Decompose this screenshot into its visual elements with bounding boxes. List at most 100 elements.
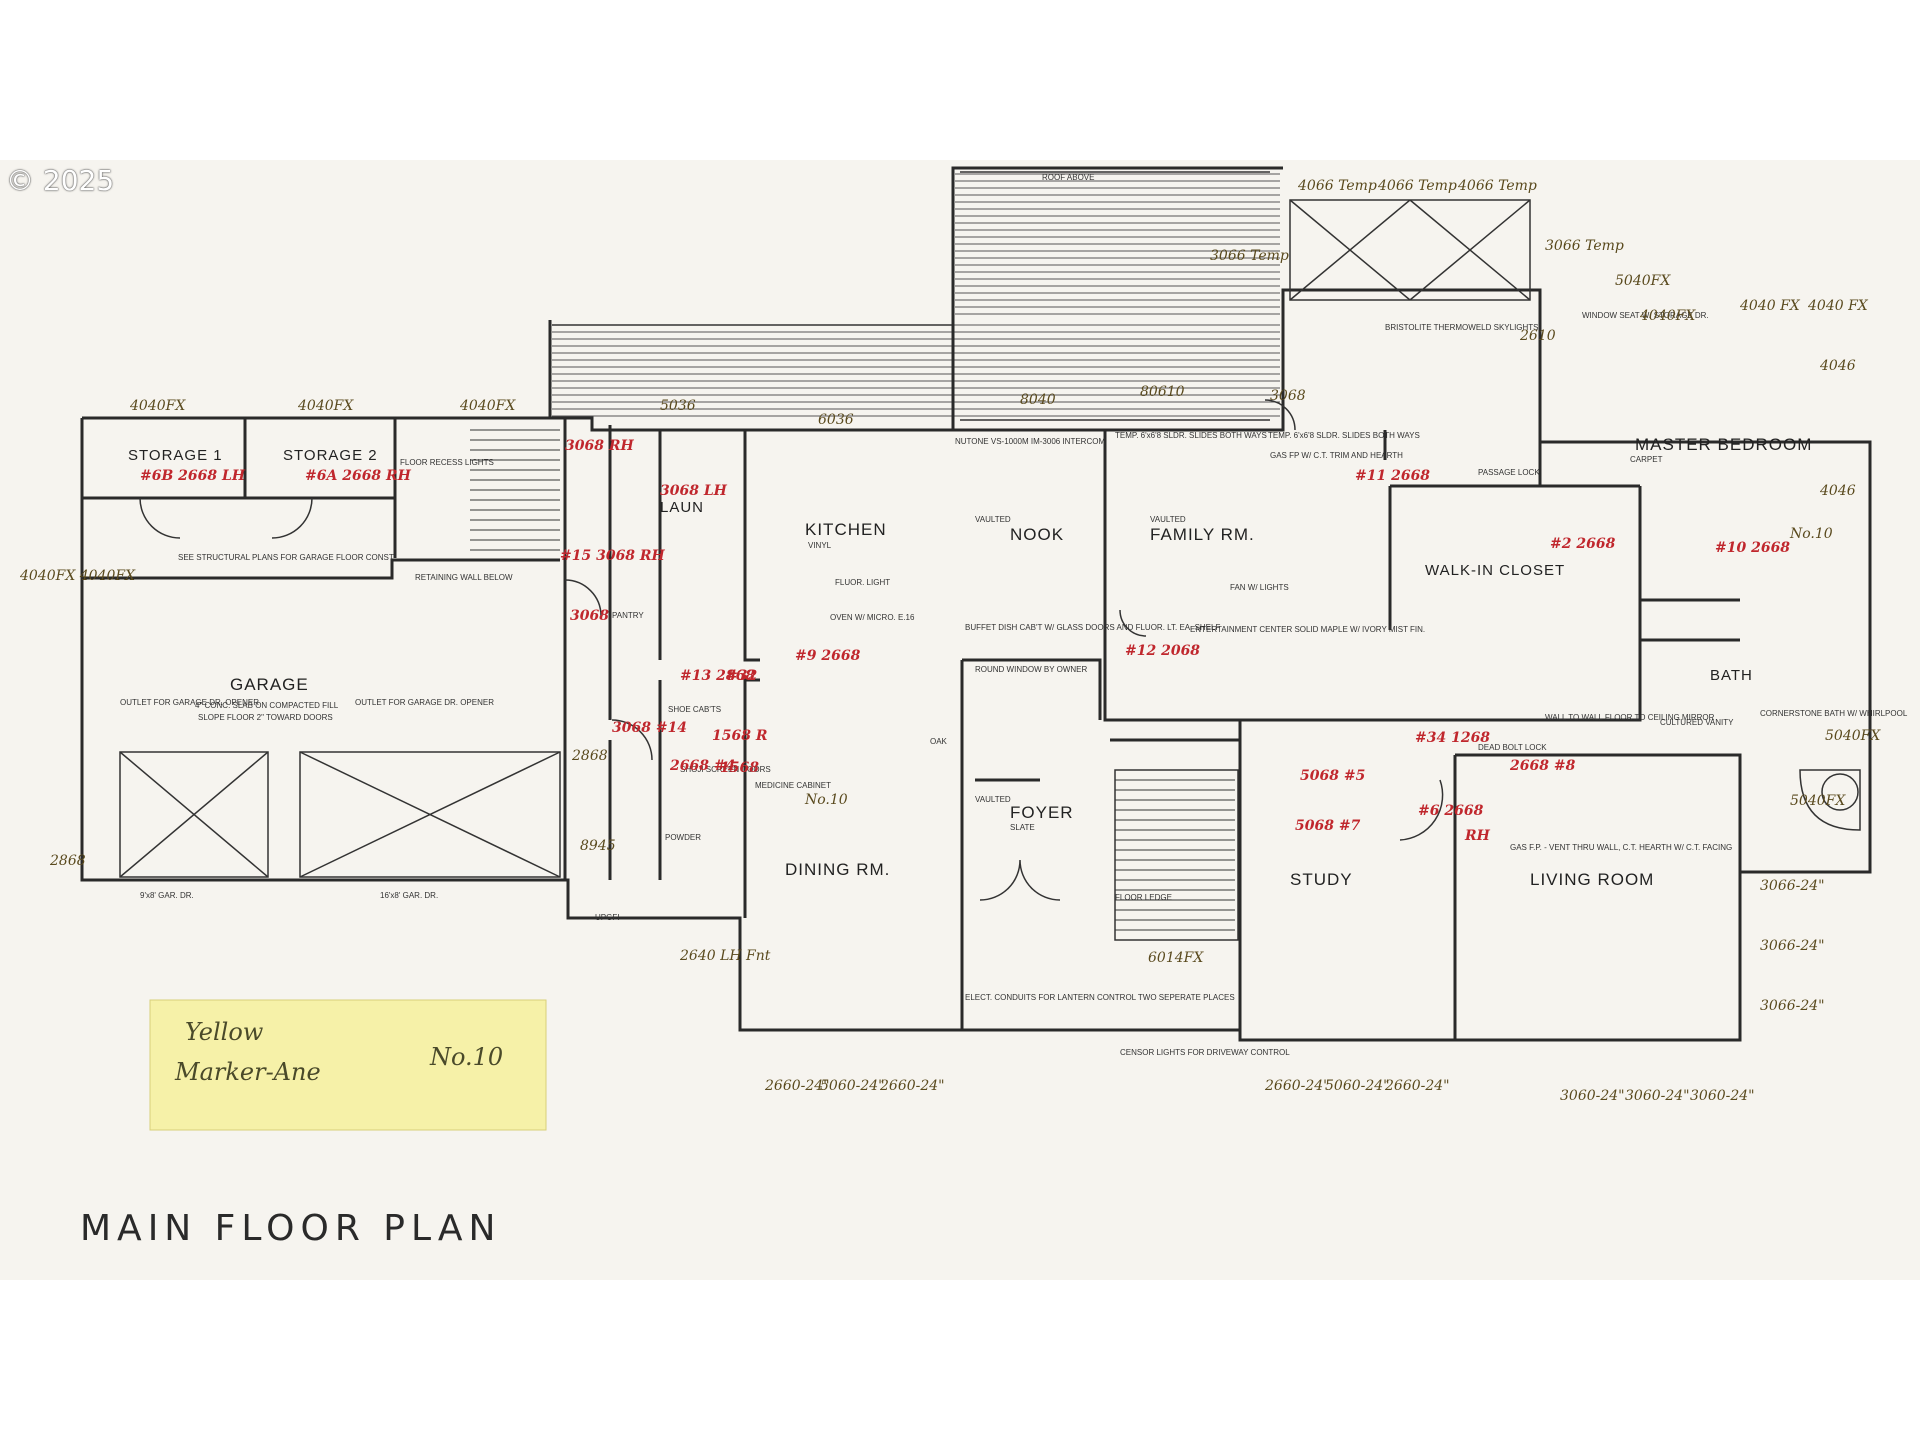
note-slab: 4" CONC. SLAB ON COMPACTED FILL — [195, 701, 339, 710]
hw-w-dining1: 2660-24" — [764, 1078, 830, 1094]
hw-d-7: 5068 #7 — [1295, 818, 1361, 834]
note-shoe-cabts: SHOE CAB'TS — [668, 705, 721, 714]
handwritten-annotations: 4040FX 4040FX 4040FX 5036 6036 8040 8061… — [19, 178, 1881, 1104]
note-structural: SEE STRUCTURAL PLANS FOR GARAGE FLOOR CO… — [178, 553, 395, 562]
hw-w-kitchen: 6036 — [818, 412, 854, 428]
hw-w-garage-left: 4040FX 4040FX — [19, 568, 136, 584]
note-floor-recess: FLOOR RECESS LIGHTS — [400, 458, 494, 467]
hw-d-4: 2668 #4 — [669, 758, 735, 774]
note-retaining-wall: RETAINING WALL BELOW — [415, 573, 513, 582]
hw-w-foyer-side: 6014FX — [1148, 950, 1204, 966]
note-elect: ELECT. CONDUITS FOR LANTERN CONTROL TWO … — [965, 993, 1235, 1002]
hw-w-dining3: 2660-24" — [879, 1078, 945, 1094]
hw-d-1: 1568 R — [712, 728, 767, 744]
hw-w-storage2: 4040FX — [297, 398, 354, 414]
note-wall-mirror: WALL TO WALL FLOOR TO CEILING MIRROR — [1545, 713, 1715, 722]
room-garage: GARAGE — [230, 675, 309, 694]
hw-w-master-top3: 4040 FX — [1739, 298, 1801, 314]
note-oven: OVEN W/ MICRO. E.16 — [830, 613, 915, 622]
stairs — [470, 429, 1235, 931]
hw-w-master-top: 5040FX — [1615, 273, 1671, 289]
note-garage-door-left: 9'x8' GAR. DR. — [140, 891, 194, 900]
exterior-walls — [80, 166, 1872, 1042]
hw-w-master-side2: 4046 — [1819, 483, 1856, 499]
hw-d-6: #6 2668 — [1418, 803, 1484, 819]
hw-w-nook: 8040 — [1020, 392, 1056, 408]
sticky-line2: Marker-Ane — [174, 1058, 321, 1086]
hw-w-sky3: 4066 Temp — [1457, 178, 1537, 194]
hw-d-15: #15 3068 RH — [560, 548, 666, 564]
hw-d-2: #2 2668 — [1550, 536, 1616, 552]
note-vaulted-foyer: VAULTED — [975, 795, 1011, 804]
room-nook: NOOK — [1010, 525, 1064, 544]
hw-w-sky2: 4066 Temp — [1377, 178, 1457, 194]
garage-doors — [119, 751, 561, 878]
note-passage: PASSAGE LOCK — [1478, 468, 1540, 477]
hw-d-14: 3068 #14 — [612, 720, 687, 736]
hw-w-bath-right: 5040FX — [1790, 793, 1846, 809]
note-skylights: BRISTOLITE THERMOWELD SKYLIGHTS — [1385, 323, 1539, 332]
note-fluor-light: FLUOR. LIGHT — [835, 578, 890, 587]
note-round-window: ROUND WINDOW BY OWNER — [975, 665, 1088, 674]
sticky-line3: No.10 — [429, 1043, 503, 1071]
hw-d-13: #13 2868 — [680, 668, 755, 684]
hw-w-study1: 2660-24" — [1264, 1078, 1330, 1094]
note-outlet-left: OUTLET FOR GARAGE DR. OPENER — [120, 698, 259, 707]
hw-w-lr1: 3060-24" — [1560, 1088, 1625, 1104]
hw-w-hall-no: No.10 — [804, 792, 848, 808]
copyright-watermark: © 2025 — [6, 164, 115, 197]
room-bath: BATH — [1710, 667, 1753, 684]
hw-w-living1: 3066-24" — [1760, 878, 1825, 894]
note-living-fp: GAS F.P. - VENT THRU WALL, C.T. HEARTH W… — [1510, 843, 1732, 852]
note-slate: SLATE — [1010, 823, 1035, 832]
note-fan-lights: FAN W/ LIGHTS — [1230, 583, 1289, 592]
whirlpool-tub — [1799, 769, 1861, 831]
hw-d-32: #32 — [726, 668, 757, 684]
hw-w-bath-no: No.10 — [1789, 526, 1833, 542]
hw-w-sky1: 4066 Temp — [1297, 178, 1377, 194]
hw-w-stair: 4040FX — [459, 398, 516, 414]
note-carpet: CARPET — [1630, 455, 1663, 464]
hw-d-3068-rh: 3068 RH — [565, 438, 634, 454]
note-slope: SLOPE FLOOR 2" TOWARD DOORS — [198, 713, 333, 722]
note-vaulted-family: VAULTED — [1150, 515, 1186, 524]
room-kitchen: KITCHEN — [805, 520, 887, 539]
note-cornerstone: CORNERSTONE BATH W/ WHIRLPOOL — [1760, 709, 1908, 718]
note-roof-above: ROOF ABOVE — [1042, 173, 1094, 182]
note-gas-fp: GAS FP W/ C.T. TRIM AND HEARTH — [1270, 451, 1403, 460]
note-oak: OAK — [930, 737, 948, 746]
sticky-note: Yellow Marker-Ane No.10 — [149, 999, 547, 1131]
hw-w-storage1: 4040FX — [129, 398, 186, 414]
room-storage1: STORAGE 1 — [128, 447, 223, 464]
note-intercom: NUTONE VS-1000M IM-3006 INTERCOM — [955, 437, 1105, 446]
hw-w-master-top2: 4040FX — [1639, 308, 1696, 324]
hw-w-study2: 5060-24" — [1325, 1078, 1390, 1094]
note-window-seat: WINDOW SEAT W/ STORAGE DR. — [1582, 311, 1709, 320]
hw-w-living2: 3066-24" — [1760, 938, 1825, 954]
hw-w-laun: 5036 — [660, 398, 696, 414]
note-garage-door-right: 16'x8' GAR. DR. — [380, 891, 438, 900]
hw-w-dining2: 5060-24" — [820, 1078, 885, 1094]
floor-plan: STORAGE 1 STORAGE 2 GARAGE KITCHEN NOOK … — [19, 166, 1908, 1249]
note-shoji: SHOJI SCREEN DOORS — [680, 765, 771, 774]
note-temp-slider1: TEMP. 6'x6'8 SLDR. SLIDES BOTH WAYS — [1115, 431, 1267, 440]
hw-w-master-side1: 4046 — [1819, 358, 1856, 374]
room-walk-in-closet: WALK-IN CLOSET — [1425, 562, 1565, 579]
hw-d-3068-lh: 3068 LH — [660, 483, 728, 499]
hw-w-patio: 3068 — [1270, 388, 1306, 404]
hw-d-11: #11 2668 — [1355, 468, 1430, 484]
hw-w-master-top4: 4040 FX — [1807, 298, 1869, 314]
hw-d-12: #12 2068 — [1125, 643, 1200, 659]
note-temp-slider2: TEMP. 6'x6'8 SLDR. SLIDES BOTH WAYS — [1268, 431, 1420, 440]
hw-d-1568: 1568 — [720, 760, 759, 776]
note-cultured: CULTURED VANITY — [1660, 718, 1734, 727]
hw-w-living3: 3066-24" — [1760, 998, 1825, 1014]
hw-d-10: #10 2668 — [1715, 540, 1790, 556]
room-storage2: STORAGE 2 — [283, 447, 378, 464]
room-pantry: PANTRY — [612, 611, 644, 620]
note-buffet: BUFFET DISH CAB'T W/ GLASS DOORS AND FLU… — [965, 623, 1220, 632]
hw-w-sky-side: 3066 Temp — [1545, 238, 1624, 254]
note-censor: CENSOR LIGHTS FOR DRIVEWAY CONTROL — [1120, 1048, 1290, 1057]
hw-w-8945: 8945 — [580, 838, 616, 854]
room-study: STUDY — [1290, 870, 1353, 889]
